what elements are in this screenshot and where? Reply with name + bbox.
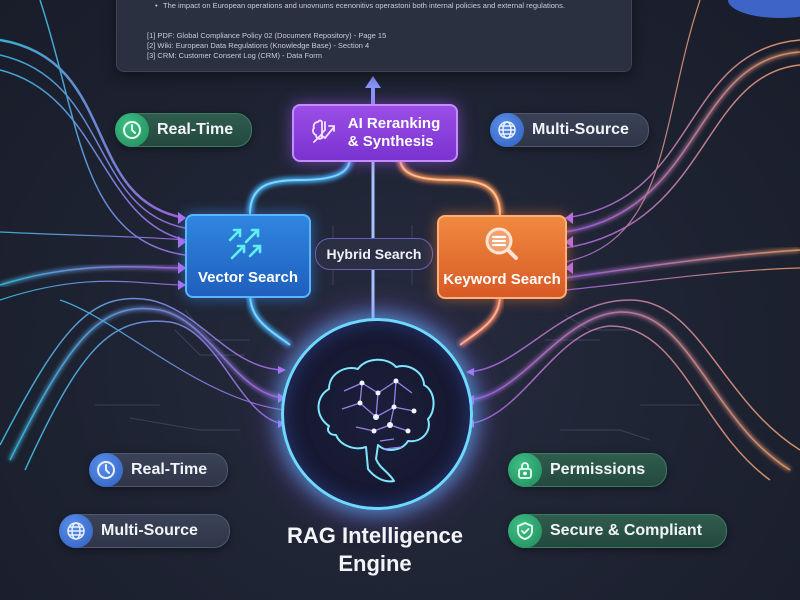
rag-engine-core[interactable] bbox=[281, 318, 473, 510]
hybrid-search-pill[interactable]: Hybrid Search bbox=[315, 238, 433, 270]
badge-label: Secure & Compliant bbox=[550, 522, 703, 539]
badge-real-time-top: Real-Time bbox=[115, 113, 252, 147]
globe-icon bbox=[490, 113, 524, 147]
citation-item[interactable]: [1] PDF: Global Compliance Policy 02 (Do… bbox=[147, 31, 387, 40]
badge-label: Multi-Source bbox=[101, 522, 198, 539]
magnifier-icon bbox=[483, 226, 521, 267]
badge-secure-compliant: Secure & Compliant bbox=[508, 514, 727, 548]
badge-label: Real-Time bbox=[157, 121, 234, 138]
node-label: AI Reranking & Synthesis bbox=[347, 115, 441, 150]
badge-multi-source-top: Multi-Source bbox=[490, 113, 649, 147]
answer-document-card: The impact on European operations and un… bbox=[116, 0, 632, 72]
badge-multi-source-bottom: Multi-Source bbox=[59, 514, 230, 548]
clock-icon bbox=[89, 453, 123, 487]
lock-icon bbox=[508, 453, 542, 487]
globe-icon bbox=[59, 514, 93, 548]
node-label: Vector Search bbox=[197, 269, 299, 286]
brain-growth-icon bbox=[310, 116, 340, 151]
shield-check-icon bbox=[508, 514, 542, 548]
badge-real-time-bottom: Real-Time bbox=[89, 453, 228, 487]
citation-item[interactable]: [3] CRM: Customer Consent Log (CRM) - Da… bbox=[147, 51, 323, 60]
badge-permissions: Permissions bbox=[508, 453, 667, 487]
node-label: Keyword Search bbox=[443, 271, 561, 288]
answer-bullet: The impact on European operations and un… bbox=[155, 1, 603, 11]
keyword-search-node[interactable]: Keyword Search bbox=[437, 215, 567, 299]
ai-reranking-node[interactable]: AI Reranking & Synthesis bbox=[292, 104, 458, 162]
clock-icon bbox=[115, 113, 149, 147]
brain-icon bbox=[317, 358, 435, 483]
badge-label: Multi-Source bbox=[532, 121, 629, 138]
citation-list: [1] PDF: Global Compliance Policy 02 (Do… bbox=[147, 31, 386, 61]
badge-label: Real-Time bbox=[131, 461, 208, 478]
citation-item[interactable]: [2] Wiki: European Data Regulations (Kno… bbox=[147, 41, 370, 50]
vector-arrows-icon bbox=[226, 226, 270, 265]
vector-search-node[interactable]: Vector Search bbox=[185, 214, 311, 298]
badge-label: Permissions bbox=[550, 461, 646, 478]
engine-title: RAG Intelligence Engine bbox=[286, 523, 464, 576]
